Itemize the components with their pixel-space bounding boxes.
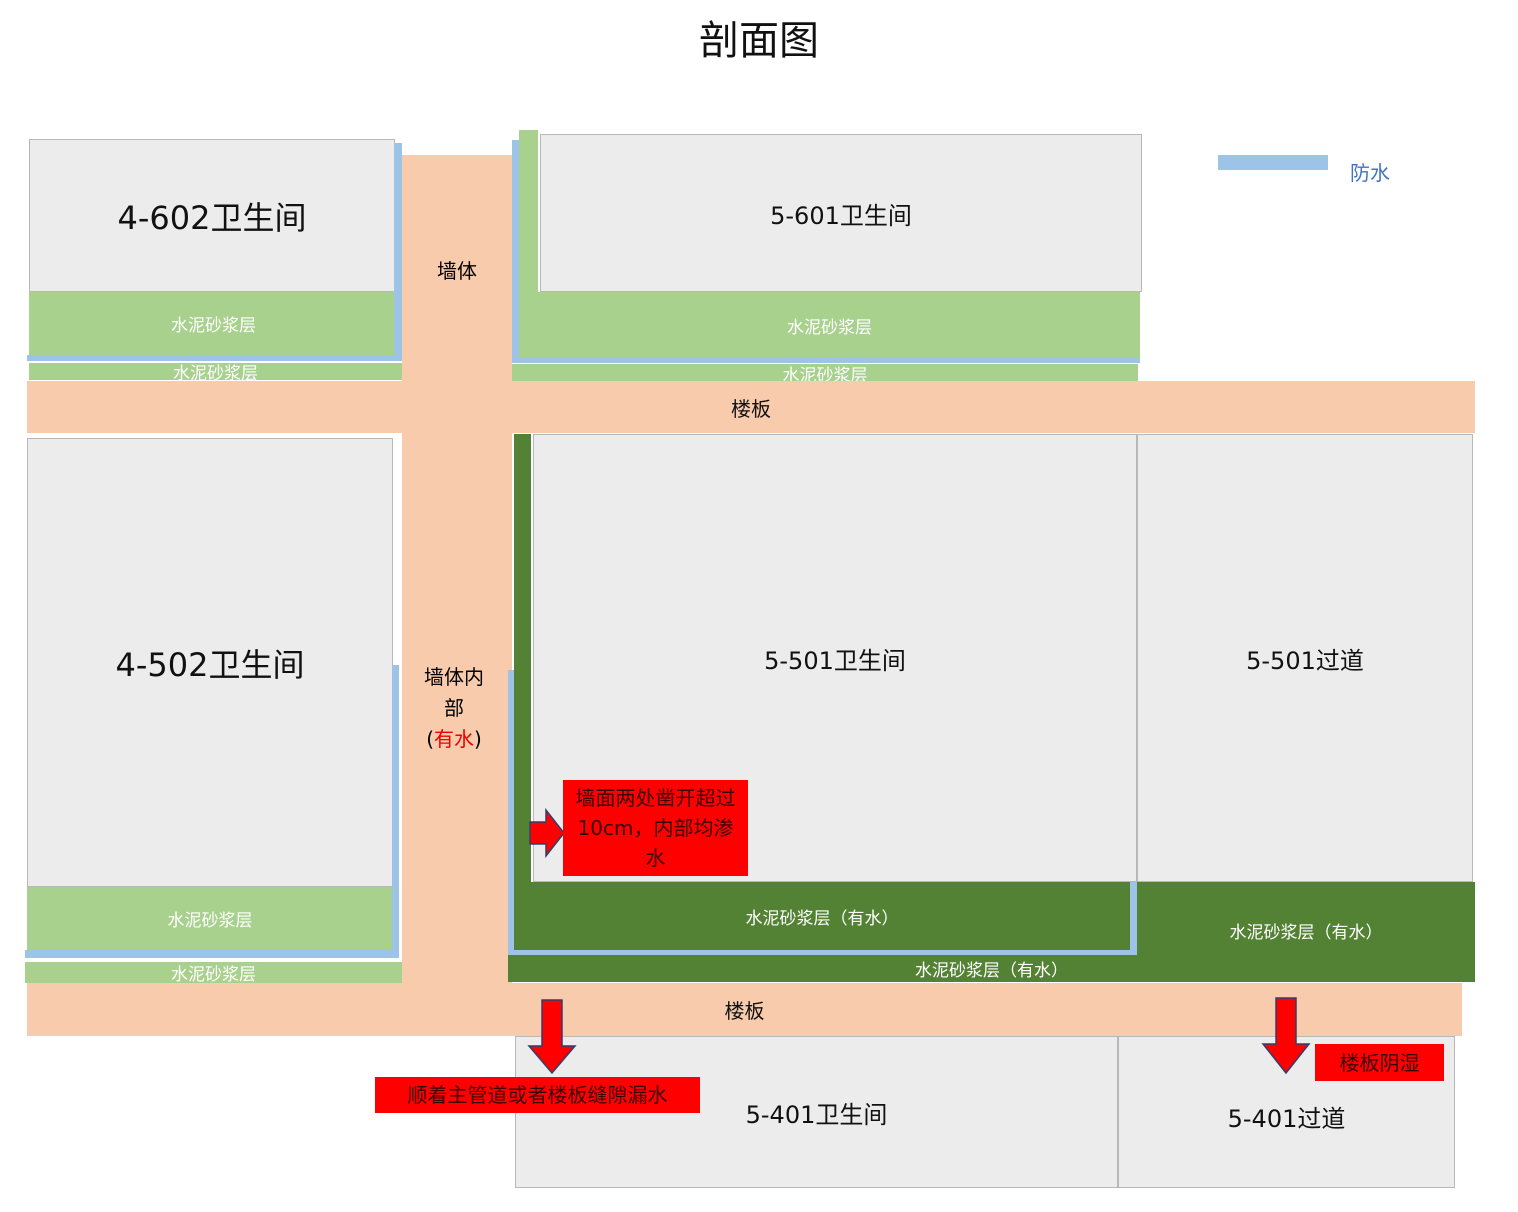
waterproof-layer — [1130, 882, 1137, 955]
mortar-layer: 水泥砂浆层 — [519, 292, 1140, 358]
mortar-layer: 水泥砂浆层 — [25, 962, 402, 985]
wall-inner-line1: 墙体内 — [424, 665, 484, 689]
legend-waterproof-label: 防水 — [1350, 161, 1390, 185]
corridor-5-501: 5-501过道 — [1137, 434, 1473, 882]
wet-mortar-layer: 水泥砂浆层（有水） — [514, 882, 1130, 950]
wet-label: 有水 — [434, 727, 474, 751]
floor-slab-5: 楼板 — [27, 983, 1462, 1036]
wall-inner-line2: 部 — [444, 696, 464, 720]
waterproof-layer — [394, 143, 402, 361]
wall-inner-line3: (有水) — [402, 724, 506, 755]
arrow-right-icon — [529, 807, 565, 859]
paren-open: ( — [426, 727, 434, 751]
waterproof-layer — [512, 358, 1140, 363]
callout-pipe-leak: 顺着主管道或者楼板缝隙漏水 — [375, 1077, 700, 1113]
mortar-layer: 水泥砂浆层 — [512, 364, 1138, 386]
waterproof-layer — [25, 950, 399, 958]
mortar-layer: 水泥砂浆层 — [29, 363, 402, 384]
arrow-down-icon — [527, 999, 577, 1075]
legend-waterproof-swatch — [1218, 155, 1328, 170]
waterproof-layer — [27, 355, 402, 361]
wall-label: 墙体 — [437, 259, 477, 283]
diagram-title: 剖面图 — [699, 18, 819, 64]
waterproof-layer — [508, 670, 514, 955]
wet-mortar-layer: 水泥砂浆层（有水） — [508, 955, 1475, 982]
mortar-layer-vertical — [519, 130, 538, 292]
waterproof-layer — [392, 665, 399, 958]
waterproof-layer — [512, 140, 519, 362]
wall-inner-label: 墙体内 部 (有水) — [402, 662, 506, 755]
floor-slab-6: 楼板 — [27, 381, 1475, 433]
callout-wall-open: 墙面两处凿开超过10cm，内部均渗水 — [563, 780, 748, 876]
mortar-layer: 水泥砂浆层 — [29, 292, 398, 355]
paren-close: ) — [474, 727, 482, 751]
wet-mortar-vertical — [514, 434, 531, 882]
wet-mortar-layer-corridor: 水泥砂浆层（有水） — [1137, 882, 1475, 955]
callout-slab-damp: 楼板阴湿 — [1315, 1044, 1444, 1081]
room-4-502: 4-502卫生间 — [27, 438, 393, 887]
mortar-layer: 水泥砂浆层 — [27, 887, 393, 950]
waterproof-layer — [508, 950, 1137, 955]
wall — [402, 155, 512, 1035]
room-4-602: 4-602卫生间 — [29, 139, 395, 292]
room-5-601: 5-601卫生间 — [540, 134, 1142, 292]
arrow-down-icon — [1261, 997, 1311, 1075]
